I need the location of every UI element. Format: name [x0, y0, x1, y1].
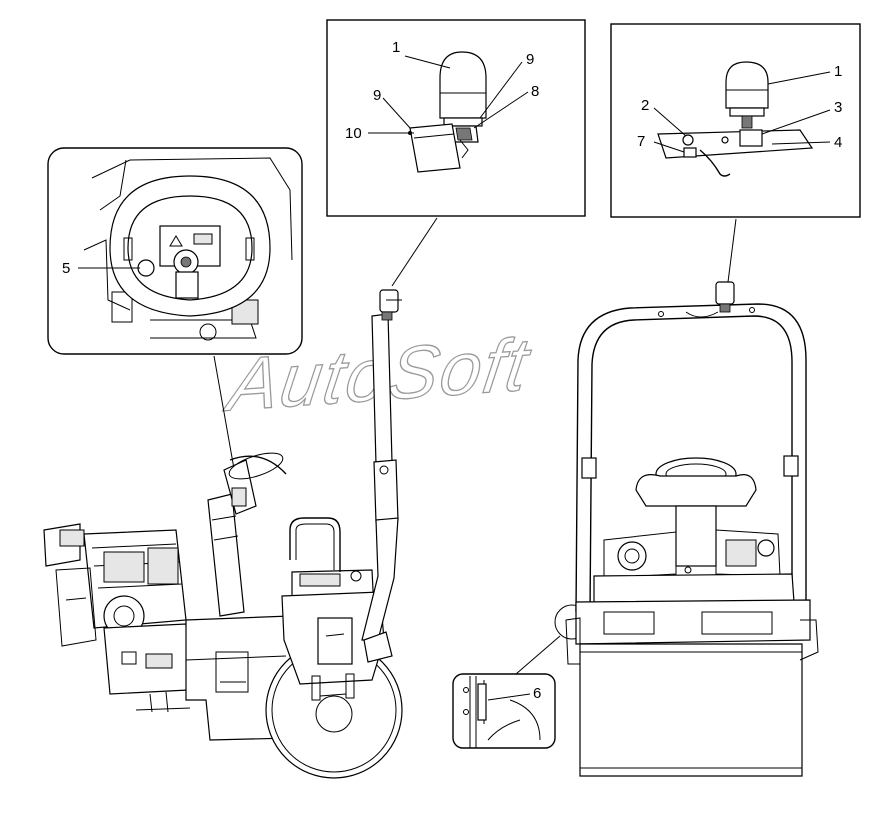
callout-9-lower: 9	[373, 87, 381, 104]
callout-5: 5	[62, 260, 70, 277]
roller-side-view	[43, 289, 403, 779]
leader-item-6	[515, 635, 561, 675]
callout-1-rear: 1	[834, 63, 842, 80]
callout-7: 7	[637, 133, 645, 150]
callout-10: 10	[345, 125, 362, 142]
leader-beacon-rear	[727, 218, 737, 283]
leader-beacon-side	[391, 217, 438, 287]
roller-rear-view	[565, 281, 819, 777]
callout-8: 8	[531, 83, 539, 100]
callout-9-upper: 9	[526, 51, 534, 68]
callout-2: 2	[641, 97, 649, 114]
callout-4: 4	[834, 134, 842, 151]
callout-1-side: 1	[392, 39, 400, 56]
detail-box-item-6: 6	[452, 673, 556, 749]
detail-box-steering: 5	[47, 147, 303, 355]
detail-box-beacon-side: 1 9 8 9 10	[326, 19, 586, 217]
callout-3: 3	[834, 99, 842, 116]
detail-box-beacon-rear: 1 2 3 4 7	[610, 23, 861, 218]
callout-6: 6	[533, 685, 541, 702]
